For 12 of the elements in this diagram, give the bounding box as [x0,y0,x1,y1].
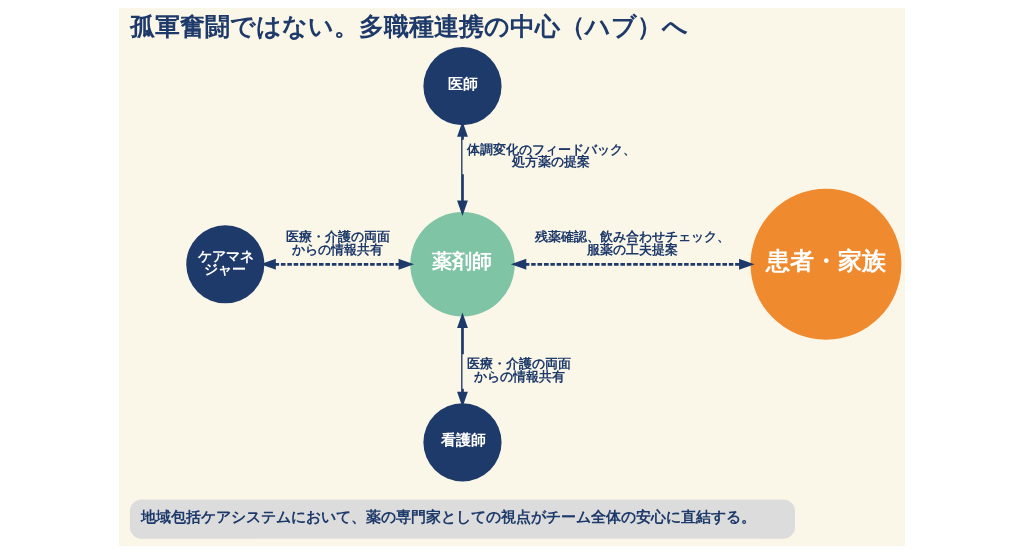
node-circle: 看護師 [423,403,502,482]
edge-label: 医療・介護の両面からの情報共有 [285,228,390,257]
edge-label: 体調変化のフィードバック、処方薬の提案 [467,141,637,170]
caption: 地域包括ケアシステムにおいて、薬の専門家としての視点がチーム全体の安心に直結する。 [140,508,756,527]
node-circle: 医師 [423,47,502,126]
node-circle: 患者・家族 [750,188,902,340]
node-circle: 薬剤師 [410,212,515,317]
node-circle: ケアマネジャー [186,225,265,304]
edge-label: 医療・介護の両面からの情報共有 [467,356,572,384]
arrow [510,258,755,270]
edge-label: 残薬確認、飲み合わせチェック、服薬の工夫提案 [535,228,731,257]
diagram-title: 孤軍奮闘ではない。多職種連携の中心（ハブ）へ [129,10,688,41]
